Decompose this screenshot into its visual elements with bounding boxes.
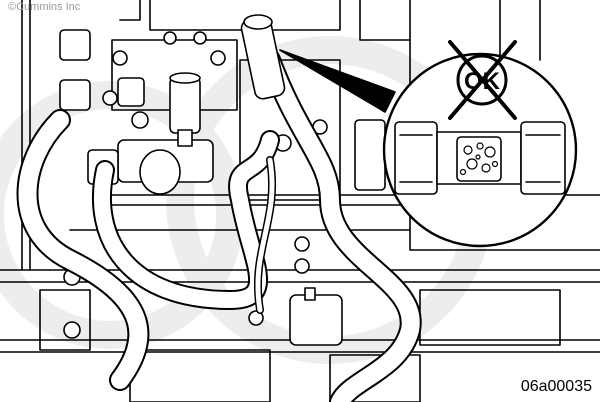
fuel-pump-body xyxy=(59,29,386,346)
contamination-particles xyxy=(459,142,499,176)
detail-callout xyxy=(382,40,578,248)
inspected-fitting xyxy=(240,14,286,100)
callout-leader xyxy=(279,49,396,113)
fitting-detail xyxy=(394,121,566,195)
copyright-notice: ©Cummins Inc xyxy=(8,1,81,13)
ok-label: OK xyxy=(464,68,501,95)
fuel-hoses xyxy=(16,49,422,402)
not-ok-symbol xyxy=(448,40,517,120)
figure-number: 06a00035 xyxy=(520,378,592,395)
